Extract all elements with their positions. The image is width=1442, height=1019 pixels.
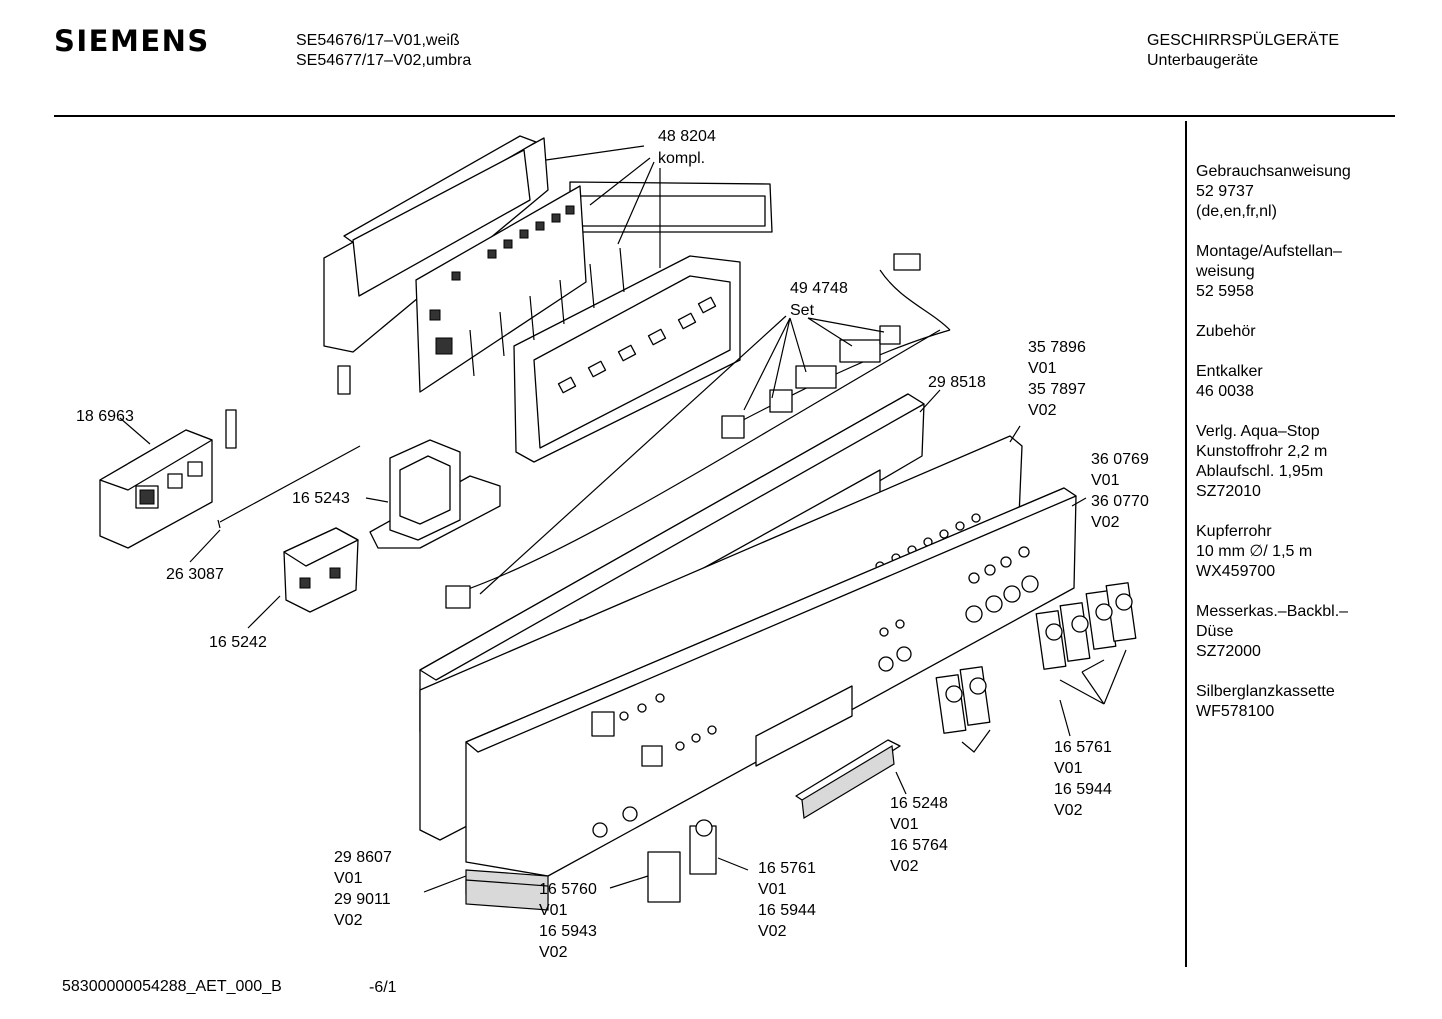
- sidebar-line: WF578100: [1196, 703, 1275, 720]
- sidebar-section-descaler: Entkalker 46 0038: [1196, 362, 1351, 402]
- sidebar-line: WX459700: [1196, 563, 1276, 580]
- sidebar-line: weisung: [1196, 263, 1255, 280]
- part-label: 36 0770: [1091, 493, 1149, 510]
- model-numbers: SE54676/17–V01,weiß SE54677/17–V02,umbra: [296, 31, 471, 71]
- sidebar-line: 10 mm ∅/ 1,5 m: [1196, 543, 1313, 560]
- page-number: -6/1: [369, 979, 397, 996]
- appliance-category: GESCHIRRSPÜLGERÄTE Unterbaugeräte: [1147, 31, 1339, 71]
- sidebar-line: SZ72000: [1196, 643, 1261, 660]
- part-label: V02: [890, 858, 919, 875]
- category-title: GESCHIRRSPÜLGERÄTE: [1147, 32, 1340, 49]
- part-label: 48 8204: [658, 128, 716, 145]
- part-label: 16 5944: [758, 902, 816, 919]
- rotary-switch-set-middle: [935, 666, 991, 753]
- brand-logo: SIEMENS: [54, 24, 210, 58]
- main-switch-unit: [369, 439, 501, 549]
- part-label: V02: [539, 944, 568, 961]
- part-label: 16 5760: [539, 881, 597, 898]
- part-label: V01: [1054, 760, 1083, 777]
- sidebar-line: Düse: [1196, 623, 1234, 640]
- part-labels: 48 8204 kompl. 49 4748 Set 18 6963 29 85…: [76, 128, 1149, 961]
- part-label: 29 8607: [334, 849, 392, 866]
- part-label: 16 5242: [209, 634, 267, 651]
- rotary-switch-set-right: [1035, 582, 1137, 705]
- sidebar-line: 52 9737: [1196, 183, 1254, 200]
- part-label: Set: [790, 302, 815, 319]
- part-label: kompl.: [658, 150, 705, 167]
- sidebar-line: Kupferrohr: [1196, 523, 1272, 540]
- part-label: V01: [539, 902, 568, 919]
- spacer-wire: [219, 445, 361, 523]
- sidebar-section-silver-cassette: Silberglanzkassette WF578100: [1196, 682, 1351, 722]
- part-label: V01: [1091, 472, 1120, 489]
- sidebar-line: Gebrauchsanweisung: [1196, 163, 1351, 180]
- part-label: 36 0769: [1091, 451, 1149, 468]
- category-subtitle: Unterbaugeräte: [1147, 52, 1259, 69]
- sidebar-section-aqua-stop: Verlg. Aqua–Stop Kunstoffrohr 2,2 m Abla…: [1196, 422, 1351, 502]
- insulation-pads: [465, 869, 549, 911]
- leader-lines: [119, 145, 1087, 893]
- rocker-switch: [283, 527, 359, 613]
- part-label: V02: [334, 912, 363, 929]
- part-label: 35 7896: [1028, 339, 1086, 356]
- sidebar-line: Entkalker: [1196, 363, 1263, 380]
- document-code: 58300000054288_AET_000_B: [62, 978, 282, 995]
- accessory-sidebar: Gebrauchsanweisung 52 9737 (de,en,fr,nl)…: [1196, 162, 1351, 742]
- part-label: 16 5761: [758, 860, 816, 877]
- part-label: 16 5943: [539, 923, 597, 940]
- part-label: 26 3087: [166, 566, 224, 583]
- part-label: 16 5764: [890, 837, 948, 854]
- part-label: 18 6963: [76, 408, 134, 425]
- sidebar-line: Ablaufschl. 1,95m: [1196, 463, 1324, 480]
- part-label: 29 9011: [334, 891, 391, 908]
- header-divider: [54, 115, 1395, 117]
- part-label: 16 5243: [292, 490, 350, 507]
- part-label: V01: [758, 881, 787, 898]
- part-label: V02: [1091, 514, 1120, 531]
- sidebar-line: Verlg. Aqua–Stop: [1196, 423, 1320, 440]
- part-label: 16 5944: [1054, 781, 1112, 798]
- control-circuit-board: [415, 185, 587, 393]
- display-module: [99, 429, 213, 549]
- part-label: 35 7897: [1028, 381, 1086, 398]
- part-label: V02: [758, 923, 787, 940]
- sidebar-section-accessories: Zubehör: [1196, 322, 1351, 342]
- sidebar-line: 46 0038: [1196, 383, 1254, 400]
- sidebar-line: SZ72010: [1196, 483, 1261, 500]
- sidebar-section-copper-pipe: Kupferrohr 10 mm ∅/ 1,5 m WX459700: [1196, 522, 1351, 582]
- switch-holder-frame: [469, 247, 741, 463]
- sidebar-section-manual: Gebrauchsanweisung 52 9737 (de,en,fr,nl): [1196, 162, 1351, 222]
- part-label: V01: [1028, 360, 1057, 377]
- sidebar-line: Messerkas.–Backbl.–: [1196, 603, 1349, 620]
- ribbon-cable: [225, 365, 351, 449]
- model-line: SE54677/17–V02,umbra: [296, 52, 472, 69]
- model-line: SE54676/17–V01,weiß: [296, 32, 460, 49]
- selector-knob-switch: [647, 819, 717, 903]
- sidebar-line: Zubehör: [1196, 323, 1256, 340]
- fascia-panel: [465, 487, 1077, 877]
- sidebar-line: 52 5958: [1196, 283, 1254, 300]
- sidebar-line: Silberglanzkassette: [1196, 683, 1335, 700]
- sidebar-line: (de,en,fr,nl): [1196, 203, 1277, 220]
- part-label: V02: [1054, 802, 1083, 819]
- part-label: 49 4748: [790, 280, 848, 297]
- part-label: V01: [334, 870, 363, 887]
- sidebar-section-installation: Montage/Aufstellan– weisung 52 5958: [1196, 242, 1351, 302]
- part-label: 29 8518: [928, 374, 986, 391]
- sidebar-line: Kunstoffrohr 2,2 m: [1196, 443, 1328, 460]
- part-label: V02: [1028, 402, 1057, 419]
- part-label: V01: [890, 816, 919, 833]
- sidebar-divider: [1185, 121, 1187, 967]
- display-lens: [795, 739, 901, 819]
- part-label: 16 5248: [890, 795, 948, 812]
- sidebar-line: Montage/Aufstellan–: [1196, 243, 1342, 260]
- sidebar-section-nozzle: Messerkas.–Backbl.– Düse SZ72000: [1196, 602, 1351, 662]
- part-label: 16 5761: [1054, 739, 1112, 756]
